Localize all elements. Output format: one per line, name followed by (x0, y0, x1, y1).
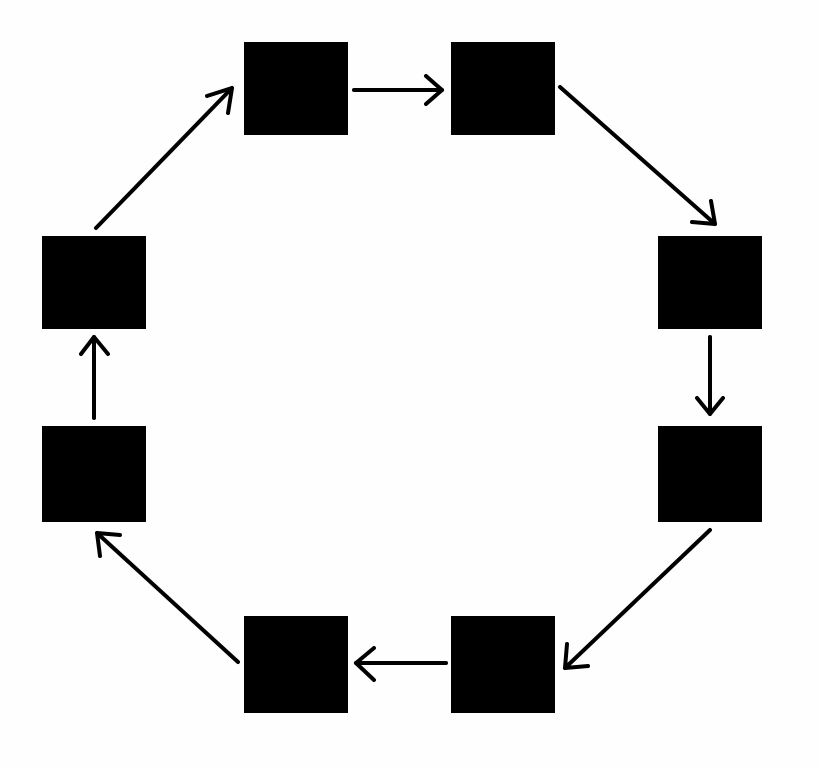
arrow-shaft (94, 86, 234, 230)
edge-bottom-right-to-bottom-left (354, 646, 448, 682)
node-left-lower (42, 426, 146, 522)
node-top-right (451, 42, 555, 135)
node-bottom-left (244, 616, 348, 713)
node-bottom-right (451, 616, 555, 713)
edge-right-upper-to-right-lower (695, 335, 725, 416)
arrow-shaft (563, 528, 712, 670)
arrowhead-icon (695, 396, 725, 416)
edge-right-lower-to-bottom-right (563, 528, 712, 670)
arrowhead-icon (563, 642, 590, 670)
edge-top-left-to-top-right (352, 74, 444, 106)
node-right-lower (658, 426, 762, 522)
node-left-upper (42, 236, 146, 329)
arrowhead-icon (354, 646, 376, 682)
nodes (42, 42, 762, 713)
arrow-shaft (558, 85, 717, 226)
arrowhead-icon (79, 335, 110, 356)
node-right-upper (658, 236, 762, 329)
arrow-shaft (95, 531, 240, 664)
arrowhead-icon (205, 86, 234, 115)
arrowhead-icon (424, 74, 444, 106)
edge-left-lower-to-left-upper (79, 335, 110, 420)
edge-bottom-left-to-left-lower (95, 531, 240, 664)
edge-top-right-to-right-upper (558, 85, 717, 226)
node-top-left (244, 42, 348, 135)
edge-left-upper-to-top-left (94, 86, 234, 230)
edges (79, 74, 725, 682)
arrowhead-icon (95, 531, 122, 558)
arrowhead-icon (690, 199, 717, 226)
